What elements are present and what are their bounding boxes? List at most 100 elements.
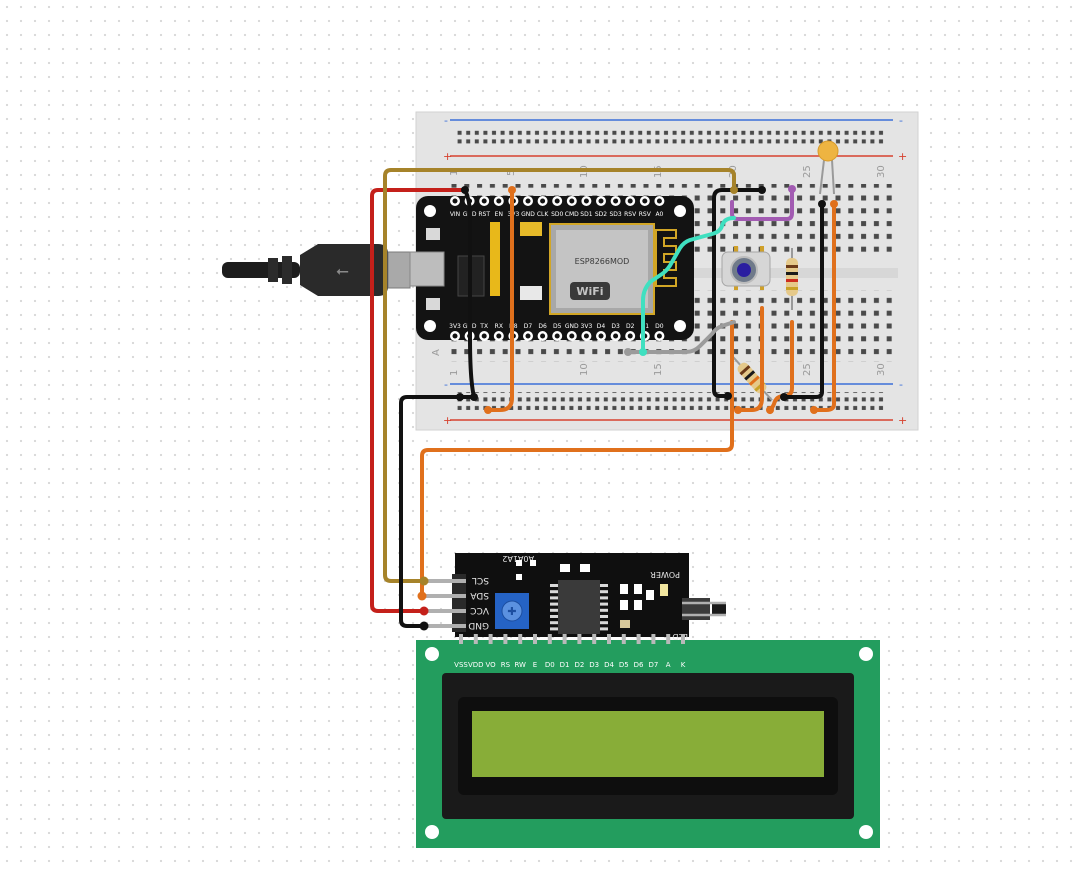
rail-minus-label: -: [444, 114, 448, 127]
header-pin-label: SD0: [551, 211, 563, 218]
header-pin-label: TX: [479, 323, 488, 330]
mount-hole: [424, 320, 436, 332]
wire-orange-cap[interactable]: [812, 202, 836, 412]
usb-cable-cord: [222, 262, 300, 278]
wire-endpoint: [508, 186, 516, 194]
lcd-pin: [503, 634, 508, 644]
potentiometer-knob: [501, 600, 523, 622]
wire-endpoint: [766, 406, 774, 414]
capacitor-body: [817, 140, 839, 162]
lcd-pin: [473, 634, 478, 644]
wire-red-vcc[interactable]: [370, 188, 467, 613]
header-pin-label: D0: [655, 323, 664, 330]
wire-black-cap[interactable]: [782, 202, 824, 399]
header-pin-label: D4: [597, 323, 606, 330]
i2c-label-gnd: GND: [468, 620, 489, 630]
wire-endpoint: [419, 576, 429, 586]
resistor-vertical[interactable]: [786, 248, 798, 310]
rail-plus-label: +: [898, 414, 907, 427]
chip-leg: [600, 584, 608, 587]
smd-part: [620, 600, 628, 610]
header-pin-label: D3: [611, 323, 620, 330]
header-pin-label: 3V3: [581, 323, 593, 330]
ceramic-capacitor[interactable]: [817, 140, 839, 195]
smd-pad: [560, 564, 570, 572]
header-pin-label: CMD: [565, 211, 579, 218]
i2c-label-scl: SCL: [472, 575, 489, 585]
wire-gold-scl[interactable]: [383, 168, 736, 583]
rail-minus-label: -: [899, 378, 903, 391]
lcd-pin-label: K: [681, 661, 686, 669]
header-pin-hole: [554, 333, 560, 339]
wire-gray-data[interactable]: [626, 320, 736, 354]
wire-endpoint: [470, 393, 478, 401]
header-pin-label: D5: [553, 323, 562, 330]
header-pin-label: A0: [655, 211, 663, 218]
wire-endpoint: [830, 200, 838, 208]
lcd-pin-label: D0: [545, 661, 555, 669]
lcd-pin-label: RS: [501, 661, 511, 669]
wire-orange-sensor-a[interactable]: [736, 306, 764, 412]
resistor-band: [786, 279, 798, 282]
wire-endpoint: [419, 606, 429, 616]
wire-black-gnd-top[interactable]: [712, 188, 764, 398]
row-number: 5: [506, 170, 517, 176]
i2c-backpack[interactable]: SCL SDA VCC GND A0A1A2 POWER LED ✚: [417, 553, 727, 641]
usb-cable[interactable]: ⭠: [222, 244, 411, 296]
chip-leg: [550, 596, 558, 600]
chip-leg: [600, 627, 608, 631]
i2c-power-label: POWER: [650, 570, 680, 579]
i2c-pin-labels: SCL SDA VCC GND A0A1A2 POWER LED: [468, 554, 688, 641]
wire-orange-sda[interactable]: [420, 320, 734, 598]
sensor-module[interactable]: [721, 246, 771, 290]
lcd-pin-label: D1: [560, 661, 570, 669]
wire-endpoint: [810, 406, 818, 414]
flash-button[interactable]: [426, 228, 440, 240]
reset-button[interactable]: [426, 298, 440, 310]
wire-black-gnd-node[interactable]: [463, 188, 476, 399]
resistor-band: [786, 272, 798, 275]
row-letter: A: [431, 349, 442, 356]
chip-leg: [600, 596, 608, 600]
header-pin-hole: [496, 198, 502, 204]
header-pin-hole: [481, 198, 487, 204]
wire-endpoint: [758, 186, 766, 194]
micro-usb-port: [409, 251, 445, 287]
chip-leg: [550, 621, 558, 625]
header-pin-hole: [525, 198, 531, 204]
rail-plus-label: +: [443, 150, 452, 163]
tantalum-cap: [520, 222, 542, 236]
addr-jumper: [530, 560, 536, 566]
row-number: 25: [802, 165, 813, 178]
header-pin-hole: [452, 198, 458, 204]
backlight-jumper[interactable]: [682, 598, 710, 620]
header-pin-label: SD1: [580, 211, 592, 218]
i2c-led-label: LED: [672, 632, 688, 641]
i2c-header: [417, 574, 466, 632]
wire-black-gnd-i2c[interactable]: [399, 395, 476, 628]
mount-hole: [674, 320, 686, 332]
smd-part: [620, 620, 630, 628]
chip-leg: [600, 608, 608, 612]
wire-teal-data[interactable]: [641, 216, 736, 354]
header-pin-hole: [481, 333, 487, 339]
lcd-pin: [518, 634, 523, 644]
header-pin-label: GND: [565, 323, 579, 330]
header-pin-label: VIN: [450, 211, 460, 218]
sensor-lens: [737, 263, 751, 277]
smd-part: [620, 584, 628, 594]
row-number: 25: [802, 363, 813, 376]
lcd-pin-label: D4: [604, 661, 614, 669]
wire-endpoint: [818, 200, 826, 208]
lcd-pin-label: A: [666, 661, 671, 669]
header-pin-label: EN: [495, 211, 503, 218]
wire-purple-signal[interactable]: [730, 187, 794, 221]
lcd-pin: [607, 634, 611, 644]
backlight-jumper-cap: [712, 602, 726, 616]
lcd-pin-label: D5: [619, 661, 629, 669]
wire-orange-3v3-node[interactable]: [486, 188, 514, 412]
addr-jumper: [516, 574, 522, 580]
